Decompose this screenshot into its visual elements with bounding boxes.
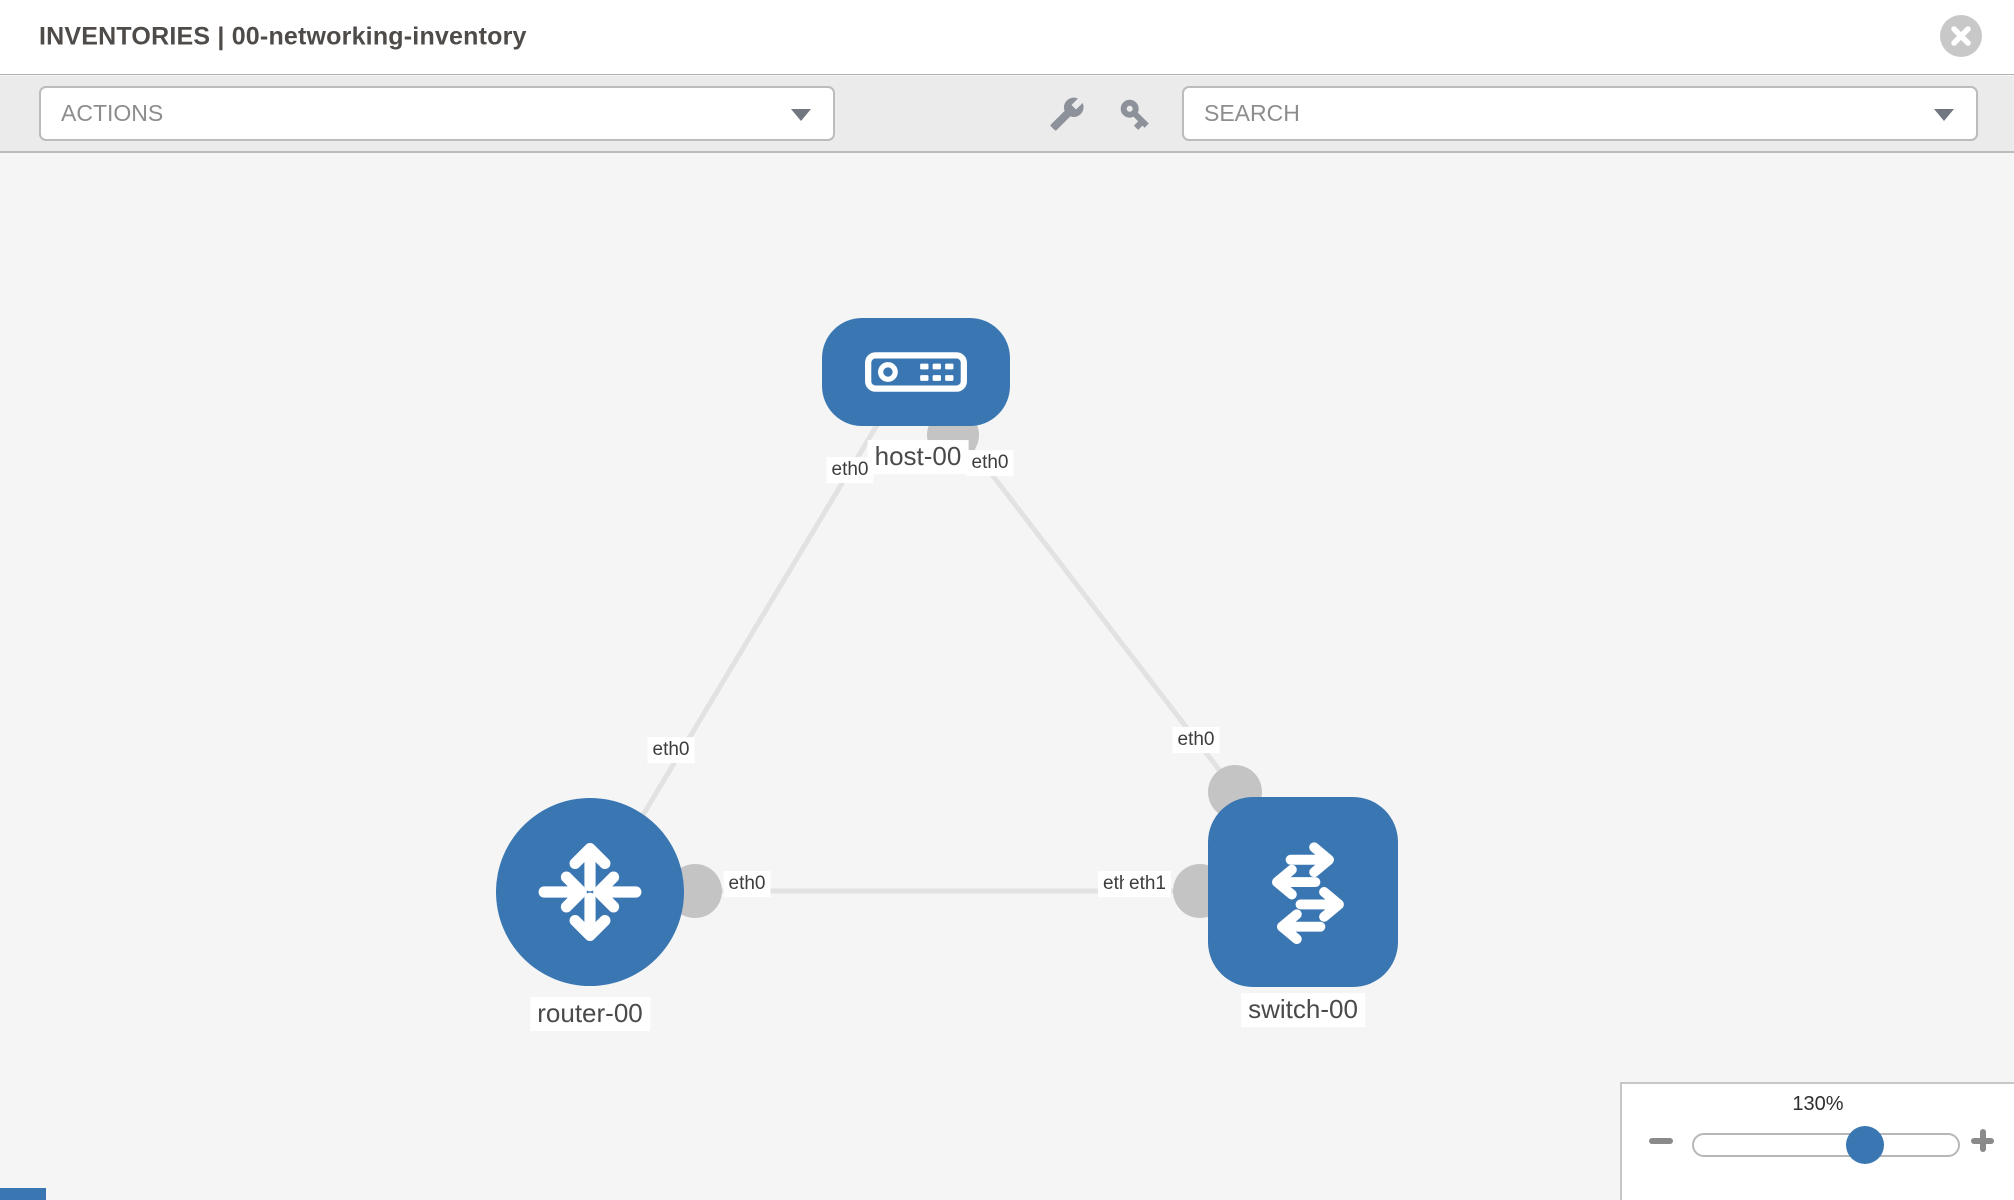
bottom-left-blue-strip (0, 1188, 46, 1200)
minus-icon (1649, 1138, 1673, 1144)
search-dropdown-placeholder: SEARCH (1204, 100, 1300, 126)
links-layer (607, 409, 1262, 918)
host-icon (865, 352, 967, 392)
switch-icon (1272, 842, 1344, 945)
actions-dropdown-placeholder: ACTIONS (61, 100, 164, 126)
interface-label-host-eth0-left: eth0 (826, 457, 874, 483)
zoom-slider-track[interactable] (1692, 1133, 1960, 1157)
zoom-level-value: 130% (1792, 1093, 1844, 1115)
link-host-router (607, 418, 883, 872)
zoom-out-button[interactable] (1649, 1128, 1675, 1154)
plus-icon (1979, 1129, 1986, 1152)
chevron-down-icon (1934, 108, 1954, 121)
node-router-00[interactable] (496, 798, 684, 986)
switch-label: switch-00 (1241, 993, 1365, 1027)
actions-dropdown[interactable]: ACTIONS (39, 86, 835, 141)
search-dropdown[interactable]: SEARCH (1182, 86, 1978, 141)
zoom-panel: 130% (1620, 1082, 2014, 1200)
interface-label-router-eth0: eth0 (647, 737, 695, 763)
link-connectors (668, 409, 1262, 918)
zoom-slider-thumb[interactable] (1846, 1126, 1884, 1164)
interface-label-switch-eth0: eth0 (1172, 727, 1220, 753)
toolbar: ACTIONS SEARCH (0, 76, 2014, 153)
topology-canvas[interactable]: host-00 router-00 switch-00 eth0 eth0 et… (0, 155, 2014, 1200)
close-button[interactable] (1940, 15, 1982, 57)
key-icon (1120, 99, 1149, 130)
topology-links (607, 418, 1260, 894)
node-switch-00[interactable] (1208, 797, 1398, 987)
page-title: INVENTORIES | 00-networking-inventory (39, 22, 527, 51)
interface-label-host-eth0-right: eth0 (966, 450, 1014, 476)
wrench-icon (1050, 97, 1084, 131)
host-label: host-00 (867, 440, 969, 474)
interface-label-router-right-eth0: eth0 (723, 871, 771, 897)
close-icon (1951, 26, 1971, 46)
interface-label-switch-eth1-front: eth1 (1124, 871, 1171, 897)
credentials-button[interactable] (1116, 96, 1154, 134)
chevron-down-icon (791, 108, 811, 121)
node-host-00[interactable] (822, 318, 1010, 426)
zoom-in-button[interactable] (1970, 1128, 1996, 1154)
router-label: router-00 (530, 997, 650, 1031)
configure-button[interactable] (1048, 96, 1086, 134)
router-icon (538, 843, 642, 941)
page-header: INVENTORIES | 00-networking-inventory (0, 0, 2014, 75)
